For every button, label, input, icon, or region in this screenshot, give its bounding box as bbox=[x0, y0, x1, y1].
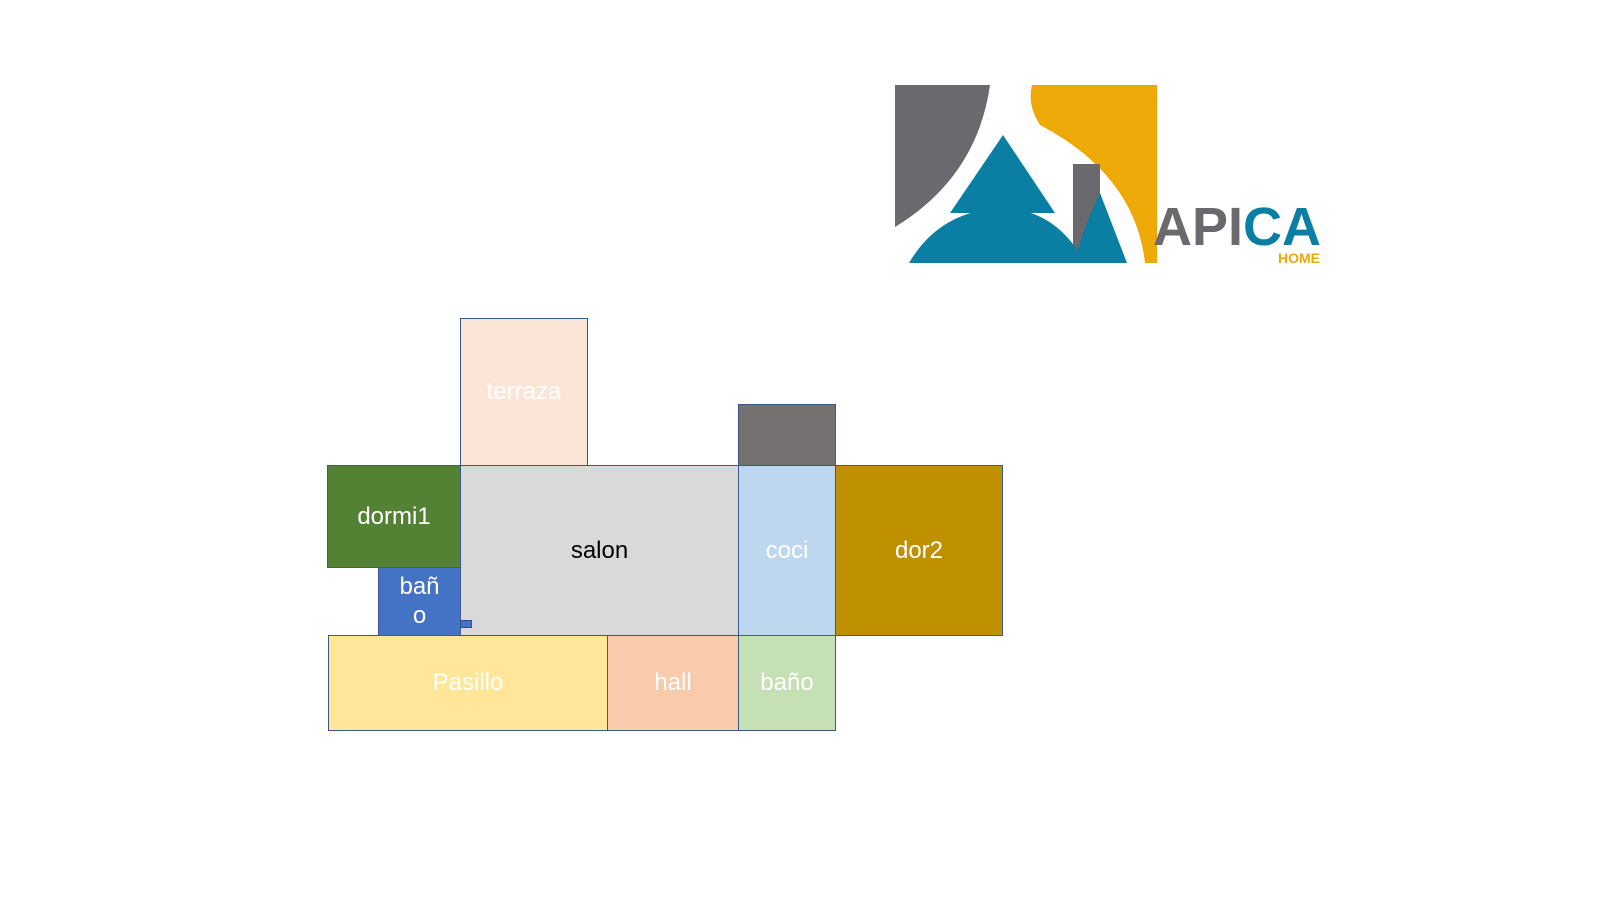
room-bano-small: bañ o bbox=[378, 567, 461, 636]
logo-gold-shape bbox=[1030, 85, 1157, 263]
room-label: hall bbox=[654, 669, 692, 697]
room-dor2: dor2 bbox=[835, 465, 1003, 636]
room-label-line1: bañ bbox=[399, 572, 440, 600]
apica-home-logo: APICA HOME bbox=[895, 85, 1321, 266]
room-unlabeled-gray bbox=[738, 404, 836, 466]
room-bano: baño bbox=[738, 635, 836, 731]
room-pasillo: Pasillo bbox=[328, 635, 608, 731]
room-label: Pasillo bbox=[432, 669, 504, 697]
logo-teal-arch bbox=[909, 208, 1085, 263]
logo-gray-shape bbox=[895, 85, 990, 227]
logo-teal-triangle bbox=[950, 135, 1055, 213]
door-tab bbox=[460, 620, 472, 628]
room-hall: hall bbox=[607, 635, 739, 731]
logo-brand-text: APICA bbox=[1153, 197, 1321, 257]
room-label: salon bbox=[570, 536, 629, 564]
room-dormi1: dormi1 bbox=[327, 465, 461, 568]
room-label: coci bbox=[765, 536, 809, 564]
room-label: dormi1 bbox=[357, 502, 431, 530]
logo-sub-text: HOME bbox=[1278, 250, 1320, 266]
room-salon: salon bbox=[460, 465, 739, 636]
logo-small-teal-shape bbox=[1075, 193, 1127, 263]
room-label: terraza bbox=[486, 378, 562, 406]
room-label: dor2 bbox=[894, 536, 944, 564]
room-label: baño bbox=[760, 669, 814, 697]
room-terraza: terraza bbox=[460, 318, 588, 466]
room-coci: coci bbox=[738, 465, 836, 636]
room-label-line2: o bbox=[412, 601, 427, 629]
